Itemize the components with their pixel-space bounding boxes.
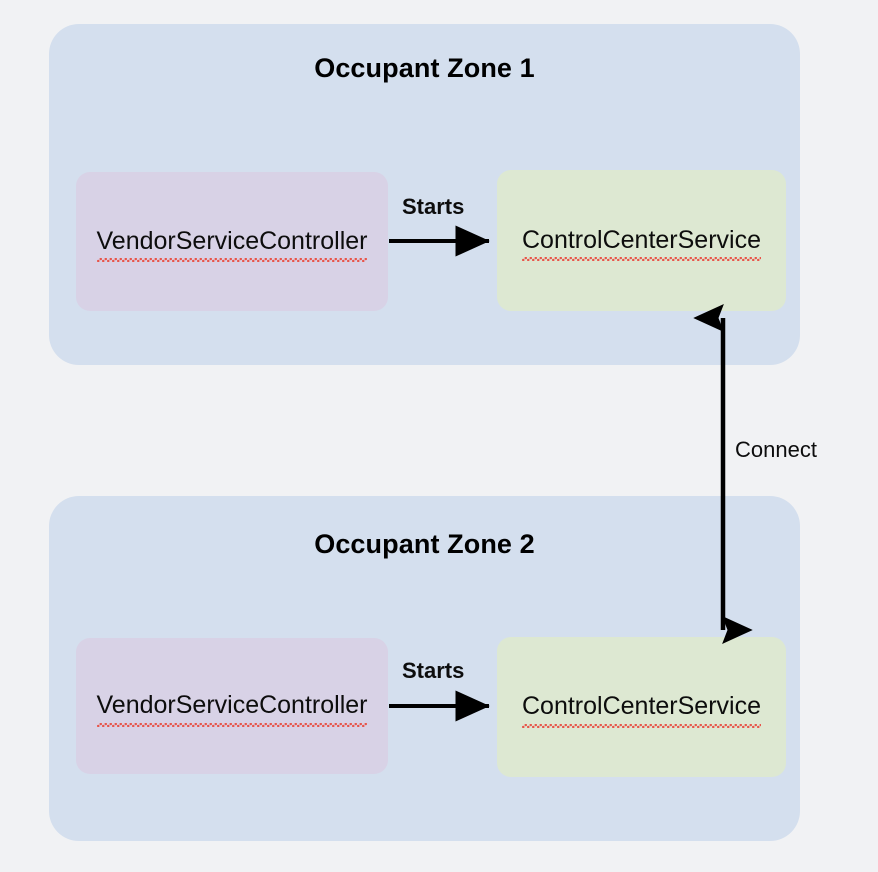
zone-title-1: Occupant Zone 1	[314, 53, 535, 83]
node-label: ControlCenterService	[522, 692, 761, 728]
node-label: ControlCenterService	[522, 225, 761, 261]
node-control-center-service-zone-1[interactable]: ControlCenterService	[497, 170, 786, 311]
edge-label-starts-zone-2: Starts	[402, 658, 465, 683]
edge-label-starts-zone-1: Starts	[402, 194, 465, 219]
node-label: VendorServiceController	[96, 691, 368, 727]
node-label: VendorServiceController	[96, 226, 368, 262]
node-vendor-service-controller-zone-1[interactable]: VendorServiceController	[76, 172, 388, 311]
edge-label-connect: Connect	[735, 437, 817, 462]
node-control-center-service-zone-2[interactable]: ControlCenterService	[497, 637, 786, 777]
zone-title-2: Occupant Zone 2	[314, 529, 535, 559]
node-vendor-service-controller-zone-2[interactable]: VendorServiceController	[76, 638, 388, 774]
